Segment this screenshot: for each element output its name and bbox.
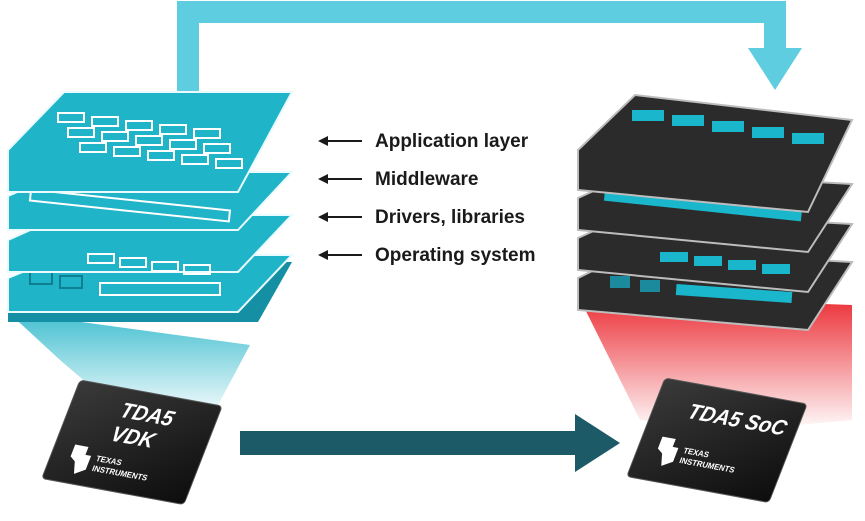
middleware-label: Middleware bbox=[375, 169, 478, 190]
label-middleware: Middleware bbox=[318, 169, 478, 190]
vdk-glow bbox=[8, 312, 250, 420]
vdk-chip: TDA5 VDK TEXAS INSTRUMENTS bbox=[42, 380, 222, 505]
label-application-layer: Application layer bbox=[318, 131, 529, 152]
ti-logo-icon bbox=[70, 444, 92, 474]
soc-chip: TDA5 SoC TEXAS INSTRUMENTS bbox=[627, 378, 807, 503]
bottom-flow-arrow bbox=[240, 414, 620, 472]
operating-system-label: Operating system bbox=[375, 245, 536, 266]
label-drivers-libraries: Drivers, libraries bbox=[318, 207, 525, 228]
soc-layer-application bbox=[577, 93, 854, 214]
ti-logo-icon bbox=[657, 436, 679, 466]
vdk-layer-os bbox=[7, 254, 295, 322]
soc-glow bbox=[578, 295, 852, 432]
top-flow-arrow bbox=[177, 1, 802, 118]
vdk-stack bbox=[7, 91, 295, 322]
vdk-layer-application bbox=[7, 91, 294, 193]
soc-stack bbox=[577, 93, 854, 332]
drivers-libraries-label: Drivers, libraries bbox=[375, 207, 525, 228]
label-operating-system: Operating system bbox=[318, 245, 536, 266]
application-layer-label: Application layer bbox=[375, 131, 529, 152]
layer-labels: Application layer Middleware Drivers, li… bbox=[318, 131, 536, 266]
